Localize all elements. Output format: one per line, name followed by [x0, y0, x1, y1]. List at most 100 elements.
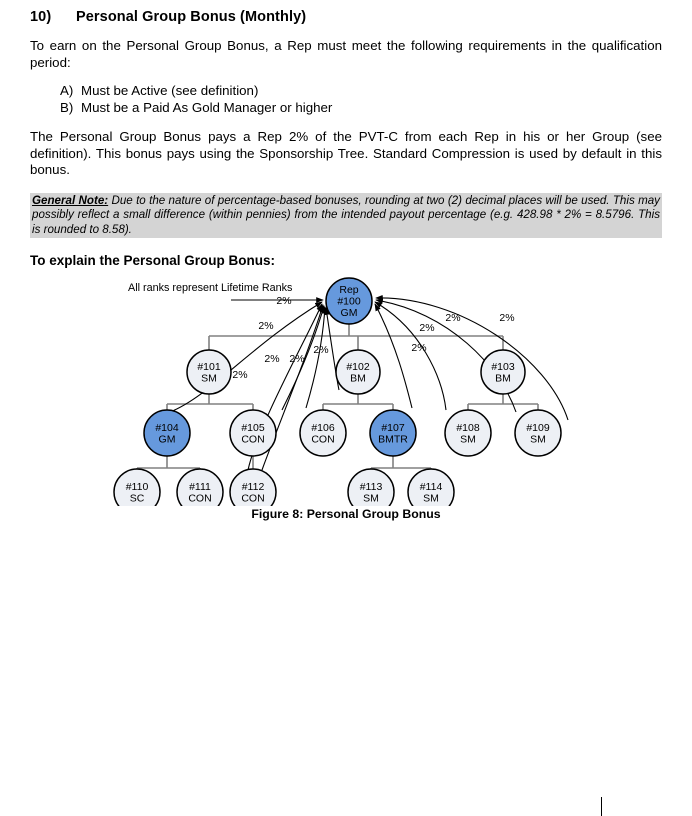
percent-label: 2%	[411, 342, 426, 354]
node-circle	[444, 409, 492, 457]
figure-caption: Figure 8: Personal Group Bonus	[251, 507, 441, 521]
node-circle	[229, 468, 277, 506]
bonus-flow-arrow	[375, 294, 569, 421]
bonus-flow-arrows	[169, 294, 569, 471]
section-heading: 10) Personal Group Bonus (Monthly)	[30, 0, 662, 25]
node-circle	[514, 409, 562, 457]
node-label-line: SM	[530, 433, 546, 445]
node-circle	[325, 277, 373, 325]
node-circle	[113, 468, 161, 506]
node-circle	[176, 468, 224, 506]
node-label-line: Rep	[339, 284, 358, 296]
node-label-line: #102	[346, 361, 370, 373]
node-label-line: #114	[420, 481, 443, 493]
node-label-line: #108	[456, 422, 480, 434]
node-circle	[347, 468, 395, 506]
node-circle	[186, 349, 232, 395]
node-label-line: SM	[460, 433, 476, 445]
requirements-list: A) Must be Active (see definition) B) Mu…	[30, 82, 662, 116]
explain-subheading: To explain the Personal Group Bonus:	[30, 253, 276, 268]
requirement-marker: A)	[60, 83, 74, 98]
bonus-flow-arrow	[169, 301, 323, 413]
bonus-flow-arrow	[281, 305, 325, 411]
node-circle	[335, 349, 381, 395]
node-label-line: BMTR	[378, 433, 408, 445]
intro-paragraph: To earn on the Personal Group Bonus, a R…	[30, 38, 662, 70]
node-circle	[299, 409, 347, 457]
document-page: 10) Personal Group Bonus (Monthly) To ea…	[30, 0, 662, 816]
tree-nodes: Rep#100GM#101SM#102BM#103BM#104GM#105CON…	[113, 277, 562, 506]
requirement-item: B) Must be a Paid As Gold Manager or hig…	[60, 99, 662, 116]
percent-label: 2%	[313, 344, 328, 356]
node-circle	[143, 409, 191, 457]
requirement-text: Must be Active (see definition)	[81, 83, 259, 98]
percent-label: 2%	[264, 353, 279, 365]
node-label-line: #107	[381, 422, 405, 434]
node-label-line: CON	[241, 433, 264, 445]
node-label-line: CON	[188, 492, 211, 504]
section-title: Personal Group Bonus (Monthly)	[76, 9, 307, 25]
node-label-line: CON	[311, 433, 334, 445]
text-cursor	[601, 797, 602, 816]
percent-label: 2%	[258, 320, 273, 332]
node-label-line: GM	[341, 307, 358, 319]
node-label-line: CON	[241, 492, 264, 504]
bonus-flow-arrow	[261, 304, 324, 471]
percent-labels: 2%2%2%2%2%2%2%2%2%2%	[232, 295, 514, 381]
bonus-flow-arrow	[374, 301, 447, 411]
bonus-flow-arrow	[374, 303, 413, 409]
node-label-line: #109	[526, 422, 550, 434]
node-circle	[229, 409, 277, 457]
node-label-line: #113	[360, 481, 383, 493]
node-circle	[407, 468, 455, 506]
node-label-line: #105	[241, 422, 265, 434]
node-label-line: GM	[159, 433, 176, 445]
percent-label: 2%	[232, 369, 247, 381]
node-label-line: #112	[242, 481, 265, 493]
node-circle	[369, 409, 417, 457]
figure-legend: All ranks represent Lifetime Ranks	[128, 282, 293, 294]
requirement-item: A) Must be Active (see definition)	[60, 82, 662, 99]
percent-label: 2%	[289, 353, 304, 365]
node-label-line: #110	[126, 481, 149, 493]
bonus-flow-arrow	[305, 306, 328, 409]
node-label-line: BM	[350, 372, 366, 384]
requirement-text: Must be a Paid As Gold Manager or higher	[81, 100, 333, 115]
percent-label: 2%	[419, 322, 434, 334]
general-note-text: Due to the nature of percentage-based bo…	[32, 193, 660, 236]
percent-label: 2%	[445, 312, 460, 324]
bonus-flow-arrow	[375, 298, 517, 413]
node-label-line: #106	[311, 422, 335, 434]
node-label-line: #101	[197, 361, 221, 373]
node-label-line: SM	[201, 372, 217, 384]
section-number: 10)	[30, 9, 52, 25]
node-label-line: #100	[337, 296, 361, 308]
general-note: General Note: Due to the nature of perce…	[30, 192, 662, 238]
description-paragraph: The Personal Group Bonus pays a Rep 2% o…	[30, 129, 662, 177]
node-label-line: SM	[423, 492, 439, 504]
node-label-line: SC	[130, 492, 145, 504]
bonus-flow-arrow	[324, 307, 340, 391]
node-label-line: #104	[155, 422, 179, 434]
general-note-label: General Note:	[32, 193, 109, 207]
node-label-line: BM	[495, 372, 511, 384]
node-label-line: SM	[363, 492, 379, 504]
percent-label: 2%	[276, 295, 291, 307]
requirement-marker: B)	[60, 100, 74, 115]
